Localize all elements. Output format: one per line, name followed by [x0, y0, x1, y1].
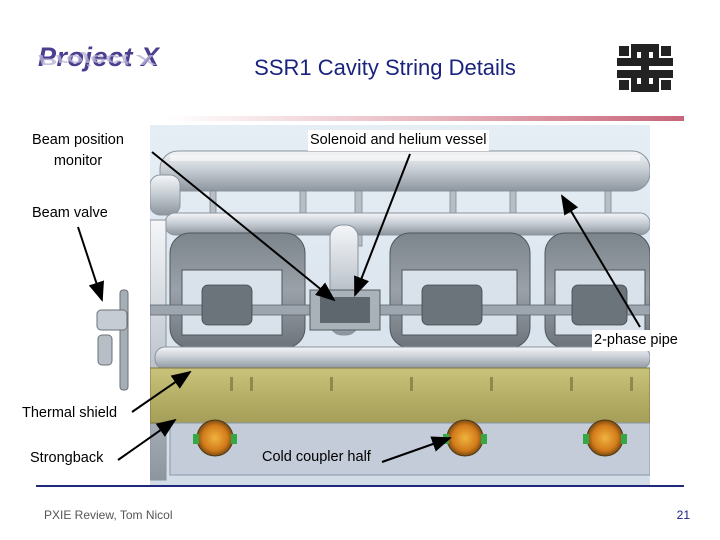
slide-title: SSR1 Cavity String Details: [254, 55, 516, 80]
cavity-string-rendering: [150, 125, 650, 485]
logo-text-reflection: Project X: [38, 51, 156, 69]
header-divider: [168, 116, 684, 121]
label-bpm-line1: Beam position: [32, 132, 124, 148]
label-strongback: Strongback: [30, 450, 104, 466]
footer-divider: [36, 485, 684, 487]
label-beam-valve: Beam valve: [32, 205, 108, 221]
label-bpm-line2: monitor: [53, 153, 103, 169]
page-number: 21: [676, 508, 690, 522]
project-x-logo: Project X Project X: [38, 42, 168, 94]
label-solenoid-helium-vessel: Solenoid and helium vessel: [308, 130, 489, 151]
label-2-phase-pipe: 2-phase pipe: [592, 330, 680, 351]
label-beam-position-monitor: Beam position monitor: [18, 130, 138, 172]
fermilab-logo-icon: [615, 40, 675, 96]
logo-text: Project X: [38, 42, 160, 72]
label-cold-coupler-half: Cold coupler half: [262, 449, 371, 465]
label-thermal-shield: Thermal shield: [22, 405, 118, 421]
footer-text: PXIE Review, Tom Nicol: [44, 508, 173, 522]
beam-valve-hardware: [96, 289, 129, 391]
